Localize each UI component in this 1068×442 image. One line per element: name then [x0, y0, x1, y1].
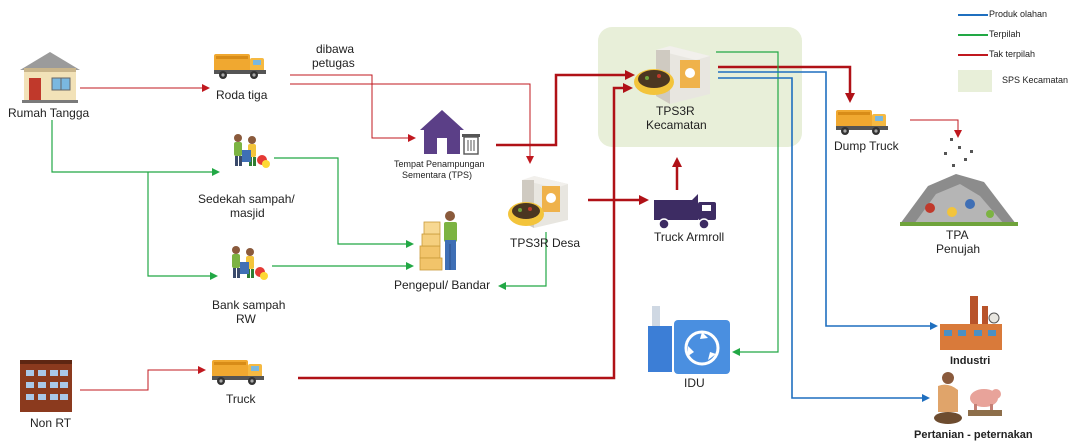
label-idu: IDU [684, 376, 705, 390]
label-bank-line2: RW [236, 312, 256, 326]
legend-line-red [958, 54, 988, 56]
label-sedekah-line2: masjid [230, 206, 265, 220]
label-pertanian: Pertanian - peternakan [914, 429, 1033, 441]
flow-tps3r-kec-to-pertanian [718, 77, 930, 402]
flow-dump-truck-to-tpa [910, 119, 962, 138]
terpilah-flows [51, 51, 779, 356]
flow-rumah-to-sedekah [51, 120, 220, 176]
flow-sedekah-to-pengepul [274, 157, 414, 248]
legend-swatch-sps [958, 70, 992, 92]
flow-rumah-to-bank [147, 172, 218, 280]
tps3r-desa-icon [508, 176, 568, 228]
tps-house-icon [420, 110, 480, 155]
sedekah-people-icon [234, 134, 270, 168]
truck-armroll-icon [654, 194, 716, 230]
farmer-livestock-icon [934, 372, 1002, 424]
legend-label-produk-olahan: Produk olahan [989, 9, 1048, 19]
label-tps-line1: Tempat Penampungan [394, 159, 485, 169]
flow-tps3r-kec-to-dump-truck [718, 65, 855, 103]
flow-roda-tiga-to-tps3r-desa [290, 83, 534, 164]
label-rumah-tangga: Rumah Tangga [8, 106, 90, 120]
legend-sps-kecamatan: SPS Kecamatan [958, 70, 1068, 92]
flow-tps3r-desa-to-pengepul [498, 232, 547, 290]
flow-tps-to-tps3r-kec [496, 70, 635, 147]
label-pengepul: Pengepul/ Bandar [394, 278, 491, 292]
label-sedekah-line1: Sedekah sampah/ [198, 192, 295, 206]
label-tps3r-kec-line2: Kecamatan [646, 118, 707, 132]
legend-produk-olahan: Produk olahan [958, 8, 1068, 22]
flow-petugas-to-tps [290, 74, 416, 142]
legend-label-tak-terpilah: Tak terpilah [989, 49, 1036, 59]
legend-label-terpilah: Terpilah [989, 29, 1021, 39]
label-tps-line2: Sementara (TPS) [402, 170, 473, 180]
flow-tps3r-kec-to-idu [716, 51, 779, 356]
legend-line-green [958, 34, 988, 36]
label-truck-armroll: Truck Armroll [654, 230, 725, 244]
legend-line-blue [958, 14, 988, 16]
flow-tps3r-kec-to-industri [718, 71, 938, 330]
label-truck: Truck [226, 392, 256, 406]
tak-terpilah-main-flows [298, 65, 855, 380]
legend-tak-terpilah: Tak terpilah [958, 48, 1068, 62]
label-tps3r-kec-line1: TPS3R [656, 104, 695, 118]
label-petugas: petugas [312, 56, 355, 70]
bank-sampah-people-icon [232, 246, 268, 280]
building-icon [20, 360, 72, 412]
label-dump-truck: Dump Truck [834, 139, 899, 153]
label-tpa-line2: Penujah [936, 242, 981, 256]
label-tpa-line1: TPA [946, 228, 969, 242]
recycling-idu-icon [648, 306, 730, 374]
flow-non-rt-to-truck [80, 366, 206, 391]
garbage-truck-icon [214, 54, 266, 79]
produk-olahan-flows [718, 71, 938, 402]
factory-icon [940, 296, 1002, 350]
dump-truck-icon [836, 110, 888, 135]
flow-truck-to-tps3r-kec [298, 83, 633, 380]
tak-terpilah-flows [80, 74, 962, 391]
label-bank-line1: Bank sampah [212, 298, 286, 312]
tps3r-kecamatan-icon [634, 46, 710, 104]
house-icon [20, 52, 80, 103]
label-industri: Industri [950, 355, 991, 367]
legend-label-sps-kecamatan: SPS Kecamatan [1002, 75, 1068, 85]
legend-terpilah: Terpilah [958, 28, 1068, 42]
label-roda-tiga: Roda tiga [216, 88, 268, 102]
label-non-rt: Non RT [30, 416, 72, 430]
label-tps3r-desa: TPS3R Desa [510, 236, 581, 250]
truck-icon [212, 360, 264, 385]
label-dibawa: dibawa [316, 42, 355, 56]
pengepul-icon [419, 211, 457, 271]
tpa-landfill-icon [900, 138, 1018, 226]
